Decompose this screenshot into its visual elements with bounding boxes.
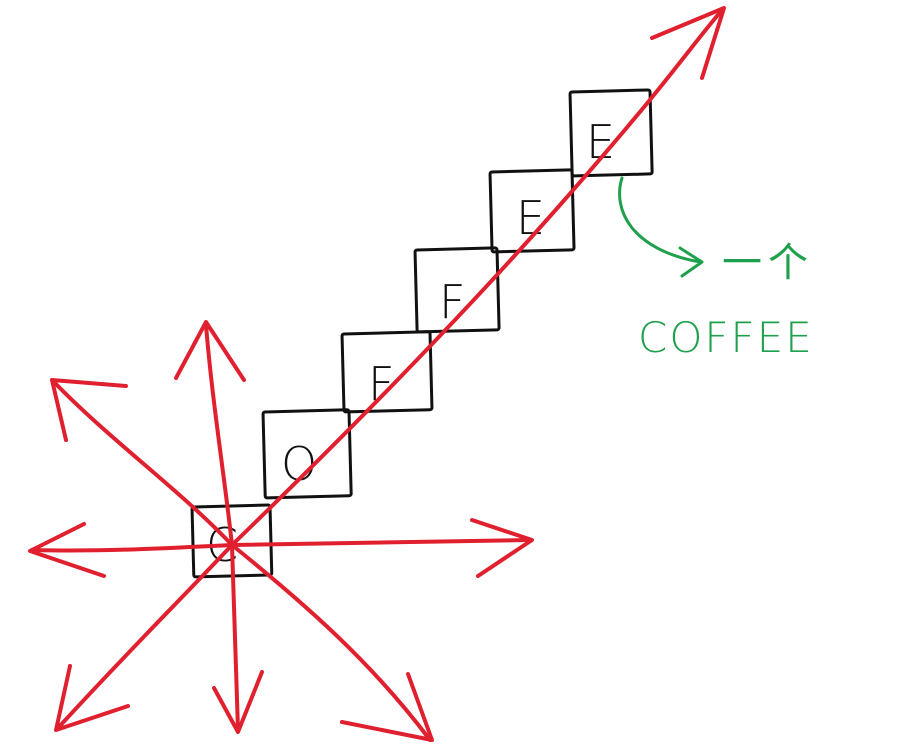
- arrow-down-right: [230, 543, 432, 742]
- arrow-down-left-head: [54, 664, 130, 732]
- annotation-pointer-head: [678, 246, 704, 278]
- arrow-up-left: [52, 380, 234, 547]
- diagonal-arrow-shaft: [230, 8, 724, 547]
- arrow-down-left: [56, 543, 234, 730]
- arrow-up-left-head: [50, 378, 128, 442]
- annotation-word: COFFEE: [638, 313, 814, 362]
- annotation-group: [618, 176, 704, 278]
- arrow-up-head: [174, 320, 246, 382]
- diagonal-arrow-head: [650, 6, 726, 80]
- letter-box-6: E: [568, 88, 654, 178]
- annotation-pointer: [618, 176, 702, 264]
- arrow-down-head: [212, 670, 264, 734]
- arrow-up: [204, 323, 234, 547]
- arrow-down: [230, 543, 240, 732]
- arrow-down-right-head: [340, 672, 434, 742]
- arrow-right: [230, 538, 532, 547]
- annotation-measure-word: 一个: [722, 240, 814, 286]
- letter-f-1: F: [368, 357, 394, 411]
- letter-box-5: E: [488, 168, 576, 254]
- arrow-left-head: [28, 522, 106, 578]
- arrow-left: [30, 543, 234, 553]
- arrow-right-head: [470, 518, 534, 578]
- letter-box-2: O: [261, 408, 353, 500]
- letter-box-3: F: [340, 330, 434, 414]
- direction-arrows: [28, 6, 726, 742]
